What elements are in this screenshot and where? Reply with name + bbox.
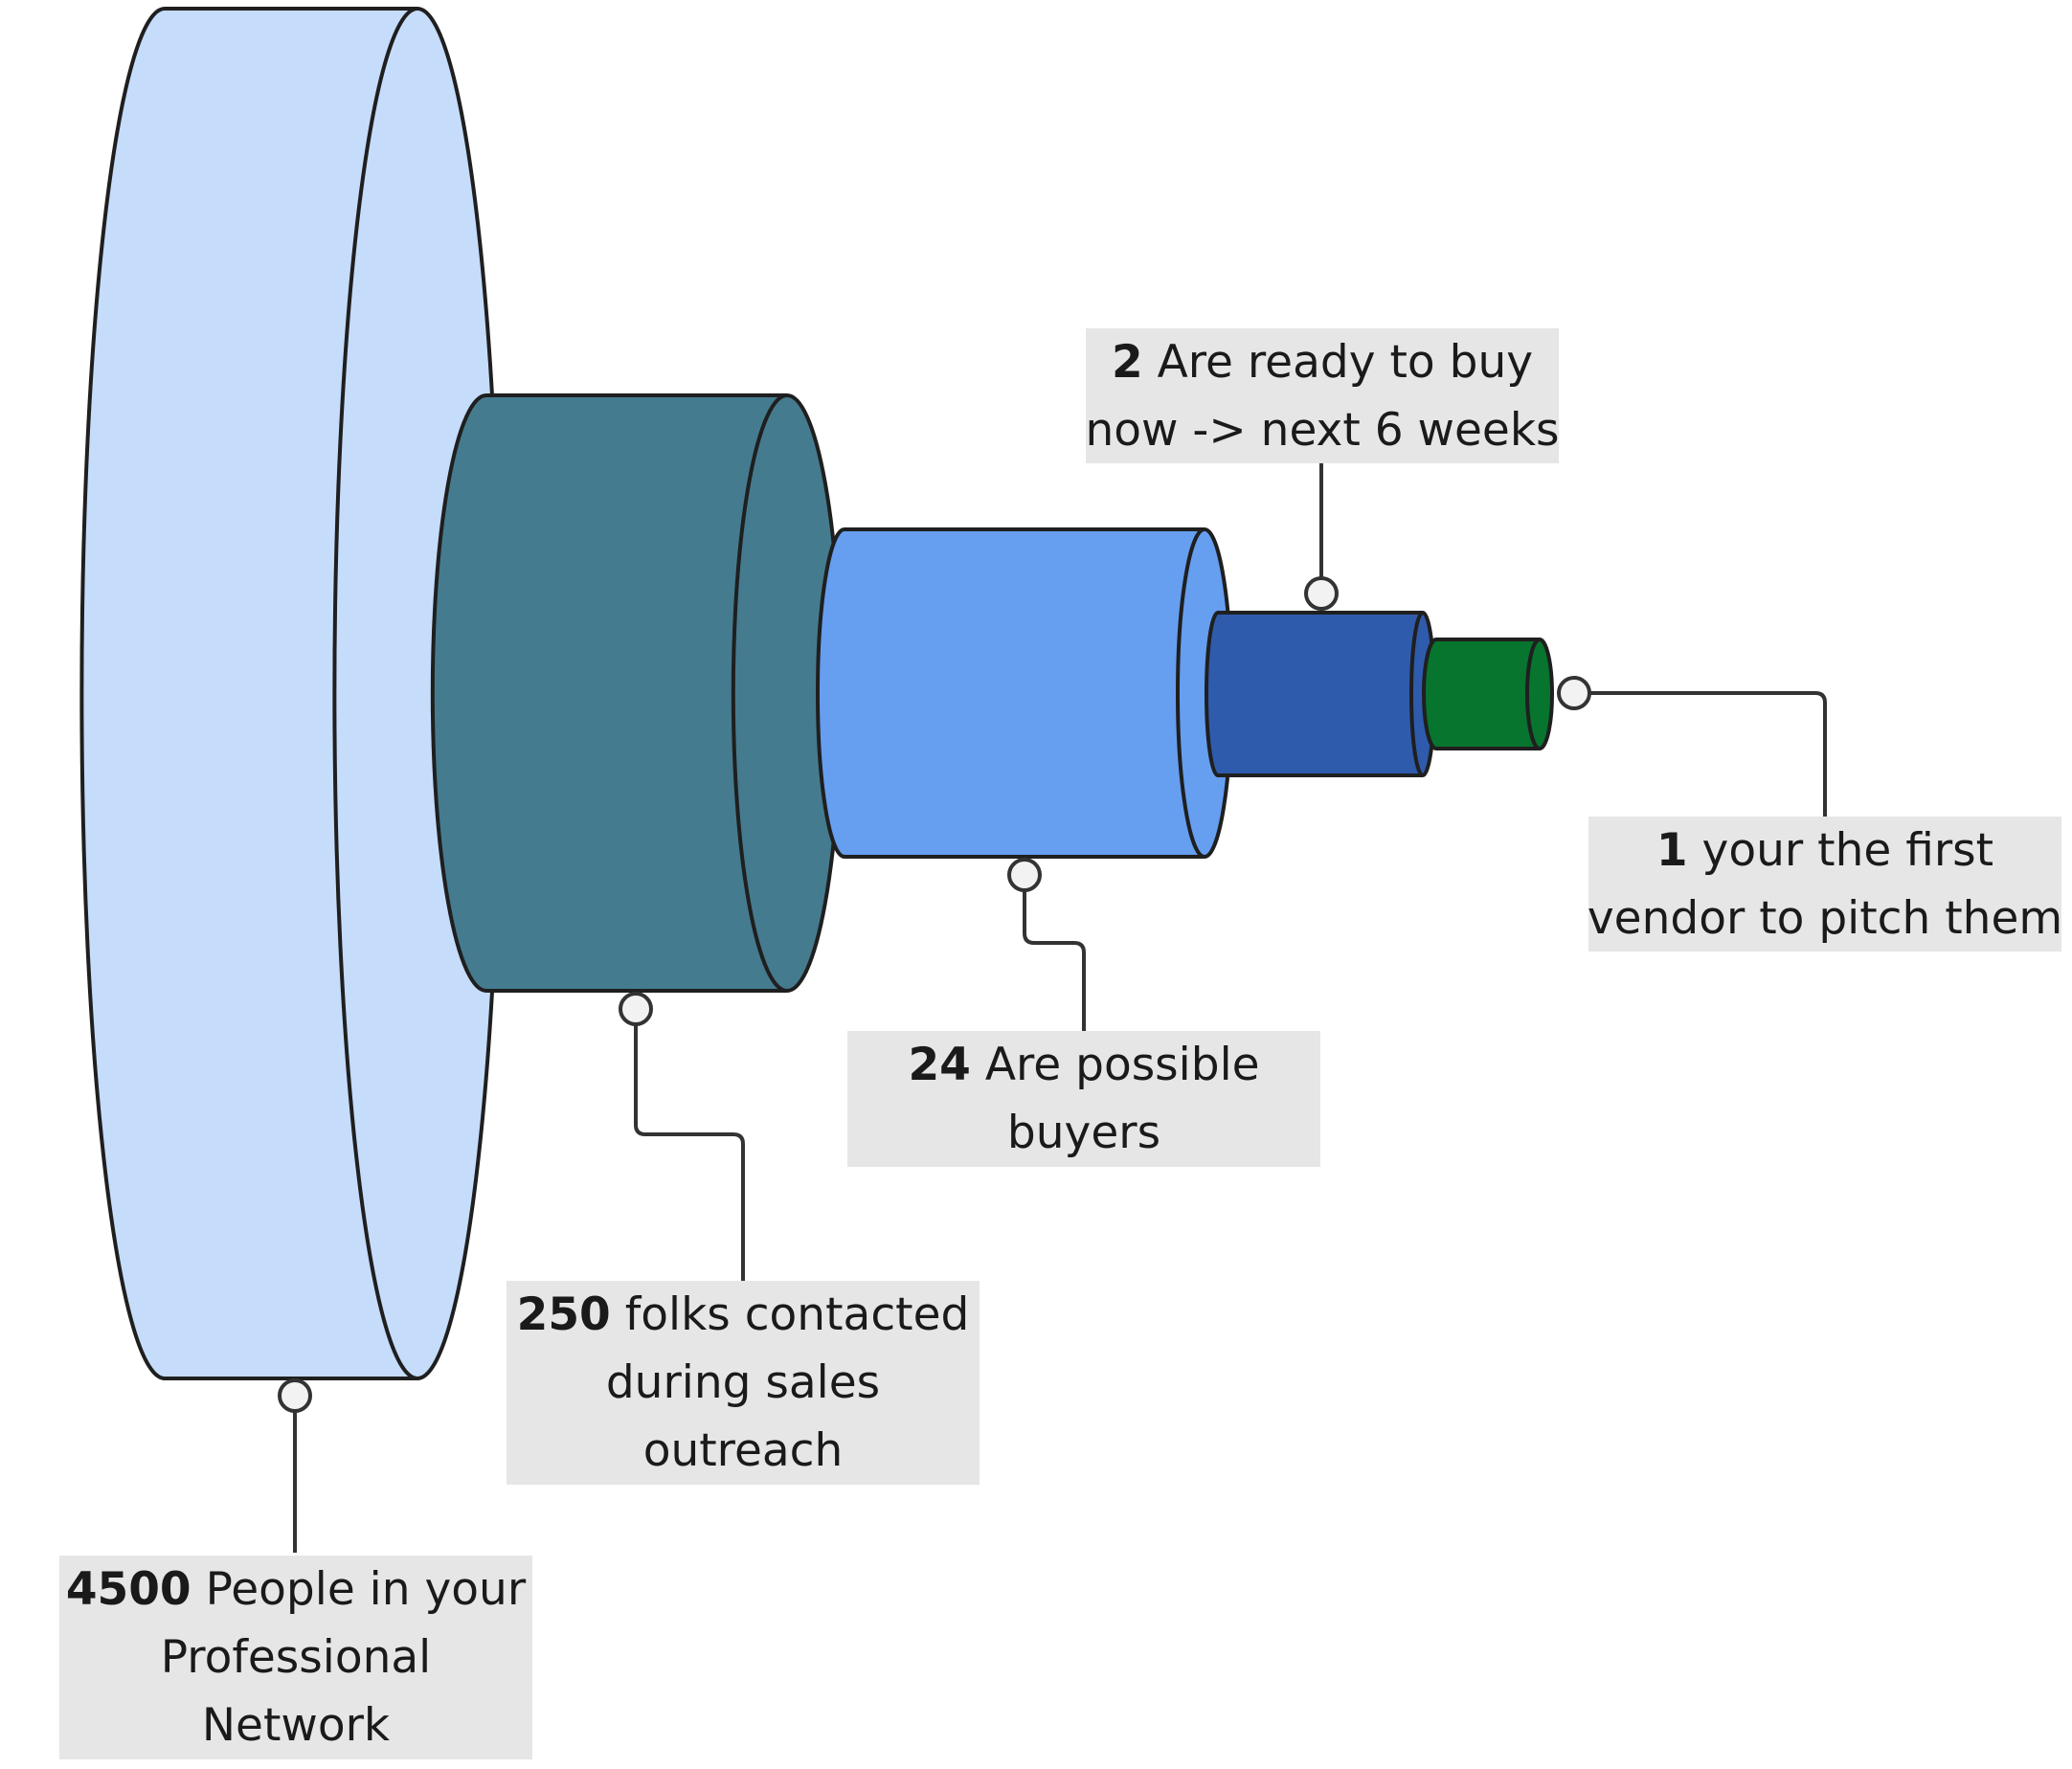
stage-3-label: 24 Are possible buyers bbox=[847, 1031, 1320, 1167]
stage-2-text-line-1: folks contacted bbox=[624, 1288, 970, 1341]
connector-dot-stage-3 bbox=[1007, 858, 1042, 892]
stage-1-text-line-1: People in your bbox=[205, 1563, 527, 1616]
stage-2-text-line-2: during sales bbox=[605, 1356, 881, 1409]
funnel-stage-1-cylinder bbox=[79, 7, 503, 1380]
stage-1-label: 4500 People in your Professional Network bbox=[59, 1556, 532, 1759]
connector-dot-stage-4 bbox=[1304, 576, 1339, 611]
stage-3-text-line-2: buyers bbox=[1006, 1107, 1161, 1159]
stage-4-text-line-2: now -> next 6 weeks bbox=[1085, 403, 1560, 457]
stage-3-text-line-1: Are possible bbox=[984, 1039, 1260, 1091]
stage-2-label: 250 folks contacted during sales outreac… bbox=[507, 1281, 980, 1485]
stage-2-value: 250 bbox=[516, 1288, 611, 1341]
connector-stage-3 bbox=[1023, 875, 1086, 1031]
stage-1-text-line-3: Network bbox=[201, 1699, 391, 1752]
stage-1-value: 4500 bbox=[65, 1563, 191, 1616]
connector-dot-stage-5 bbox=[1557, 676, 1591, 710]
stage-2-text-line-3: outreach bbox=[642, 1424, 844, 1477]
funnel-stage-4-cylinder bbox=[1205, 611, 1436, 777]
funnel-stage-3-cylinder bbox=[816, 527, 1233, 859]
stage-5-value: 1 bbox=[1655, 823, 1688, 877]
stage-1-text-line-2: Professional bbox=[160, 1631, 432, 1684]
stage-5-text-line-1: your the first bbox=[1701, 823, 1994, 877]
stage-5-text-line-2: vendor to pitch them bbox=[1587, 891, 2063, 945]
funnel-stage-5-cylinder bbox=[1422, 638, 1554, 750]
funnel-stage-2-cylinder bbox=[430, 393, 844, 993]
stage-4-text-line-1: Are ready to buy bbox=[1157, 335, 1534, 389]
connector-stage-2 bbox=[634, 1009, 745, 1281]
stage-4-label: 2 Are ready to buy now -> next 6 weeks bbox=[1085, 328, 1560, 463]
stage-3-value: 24 bbox=[908, 1039, 971, 1091]
stage-4-value: 2 bbox=[1111, 335, 1143, 389]
stage-5-label: 1 your the first vendor to pitch them bbox=[1587, 817, 2063, 952]
connector-stage-5 bbox=[1574, 691, 1827, 817]
connector-dot-stage-2 bbox=[619, 992, 653, 1026]
connector-dot-stage-1 bbox=[278, 1378, 312, 1413]
